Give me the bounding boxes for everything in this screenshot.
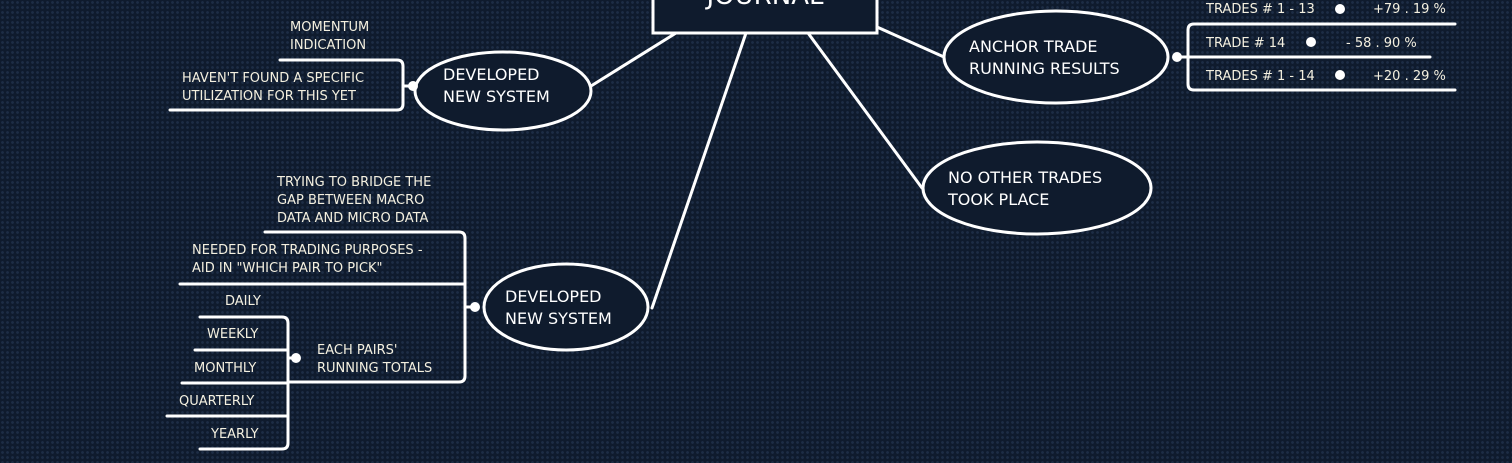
node-label: TOOK PLACE xyxy=(947,190,1049,209)
branch-anchor-trade: ANCHOR TRADE RUNNING RESULTS TRADES # 1 … xyxy=(942,2,1457,105)
central-title: JOURNAL xyxy=(705,0,824,11)
node-label: DEVELOPED xyxy=(505,287,602,306)
child-text: AID IN "WHICH PAIR TO PICK" xyxy=(192,261,382,276)
child-text: NEEDED FOR TRADING PURPOSES - xyxy=(192,243,423,258)
collapse-toggle-icon[interactable] xyxy=(470,302,480,312)
node-label: NO OTHER TRADES xyxy=(948,168,1102,187)
result-label: TRADES # 1 - 13 xyxy=(1205,2,1315,17)
node-developed-system-1[interactable] xyxy=(413,50,593,132)
node-label: RUNNING RESULTS xyxy=(969,59,1120,78)
child-text: TRYING TO BRIDGE THE xyxy=(276,175,431,190)
node-developed-system-2[interactable] xyxy=(482,262,650,352)
collapse-toggle-icon[interactable] xyxy=(408,81,418,91)
node-anchor-trade[interactable] xyxy=(942,9,1170,105)
period-yearly: YEARLY xyxy=(210,427,259,442)
period-quarterly: QUARTERLY xyxy=(179,394,254,409)
child-text: RUNNING TOTALS xyxy=(317,361,432,376)
connectors xyxy=(589,25,946,310)
result-value: +20 . 29 % xyxy=(1373,69,1446,84)
collapse-toggle-icon[interactable] xyxy=(1172,52,1182,62)
node-no-other-trades[interactable] xyxy=(921,140,1153,236)
branch-no-other-trades: NO OTHER TRADES TOOK PLACE xyxy=(921,140,1153,236)
result-label: TRADES # 1 - 14 xyxy=(1205,69,1315,84)
result-value: - 58 . 90 % xyxy=(1346,36,1417,51)
node-label: NEW SYSTEM xyxy=(443,87,550,106)
period-monthly: MONTHLY xyxy=(194,361,256,376)
period-weekly: WEEKLY xyxy=(207,327,258,342)
result-label: TRADE # 14 xyxy=(1205,36,1285,51)
collapse-toggle-icon[interactable] xyxy=(1335,70,1345,80)
child-text: MOMENTUM xyxy=(290,20,369,35)
collapse-toggle-icon[interactable] xyxy=(291,353,301,363)
child-text: GAP BETWEEN MACRO xyxy=(277,193,424,208)
collapse-toggle-icon[interactable] xyxy=(1306,37,1316,47)
result-value: +79 . 19 % xyxy=(1373,2,1446,17)
child-text: EACH PAIRS' xyxy=(317,343,397,358)
child-text: HAVEN'T FOUND A SPECIFIC xyxy=(182,71,364,86)
child-text: INDICATION xyxy=(290,38,366,53)
node-label: NEW SYSTEM xyxy=(505,309,612,328)
branch-developed-system-1: DEVELOPED NEW SYSTEM MOMENTUM INDICATION… xyxy=(168,20,593,132)
child-text: UTILIZATION FOR THIS YET xyxy=(182,89,356,104)
node-label: ANCHOR TRADE xyxy=(969,37,1098,56)
child-text: DATA AND MICRO DATA xyxy=(277,211,429,226)
branch-developed-system-2: DEVELOPED NEW SYSTEM TRYING TO BRIDGE TH… xyxy=(165,175,650,451)
node-label: DEVELOPED xyxy=(443,65,540,84)
central-node[interactable]: JOURNAL xyxy=(651,0,879,35)
period-daily: DAILY xyxy=(225,294,261,309)
collapse-toggle-icon[interactable] xyxy=(1335,4,1345,14)
